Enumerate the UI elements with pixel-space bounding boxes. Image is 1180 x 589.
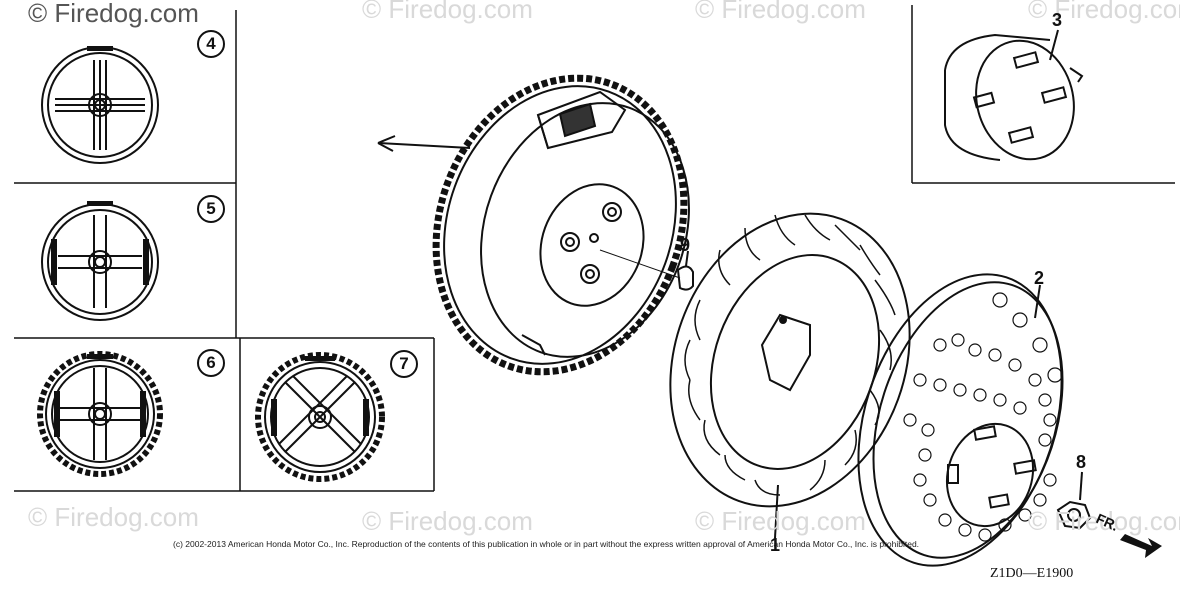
starter-cup — [944, 29, 1084, 161]
watermark: © Firedog.com — [362, 0, 533, 24]
callout-2: 2 — [1034, 268, 1045, 288]
rotor-variant-4 — [41, 46, 159, 164]
diagram-code: Z1D0—E1900 — [990, 566, 1074, 581]
watermark: © Firedog.com — [695, 506, 866, 536]
callout-9: 9 — [680, 235, 691, 255]
copyright-notice: (c) 2002-2013 American Honda Motor Co., … — [173, 539, 920, 549]
variant-number-6: 6 — [197, 349, 225, 377]
variant-number-4: 4 — [197, 30, 225, 58]
callout-3: 3 — [1052, 10, 1063, 30]
watermark: © Firedog.com — [28, 0, 199, 28]
watermark: © Firedog.com — [1028, 0, 1180, 24]
woodruff-key — [599, 249, 694, 291]
starter-pulley — [857, 273, 1064, 567]
rotor-variant-5 — [41, 201, 159, 321]
watermark: © Firedog.com — [1028, 506, 1180, 536]
flywheel — [377, 74, 690, 376]
cooling-fan — [669, 212, 911, 539]
flange-nut — [1056, 471, 1092, 530]
watermark: © Firedog.com — [28, 502, 199, 532]
variant-number-7: 7 — [390, 350, 418, 378]
callout-8: 8 — [1076, 452, 1087, 472]
front-arrow — [1120, 534, 1162, 558]
variant-panel-frame — [14, 5, 1175, 492]
watermark: © Firedog.com — [695, 0, 866, 24]
variant-number-5: 5 — [197, 195, 225, 223]
callout-1: 1 — [770, 535, 781, 555]
rotor-variant-6 — [37, 351, 163, 477]
rotor-variant-7 — [255, 352, 385, 482]
watermark: © Firedog.com — [362, 506, 533, 536]
